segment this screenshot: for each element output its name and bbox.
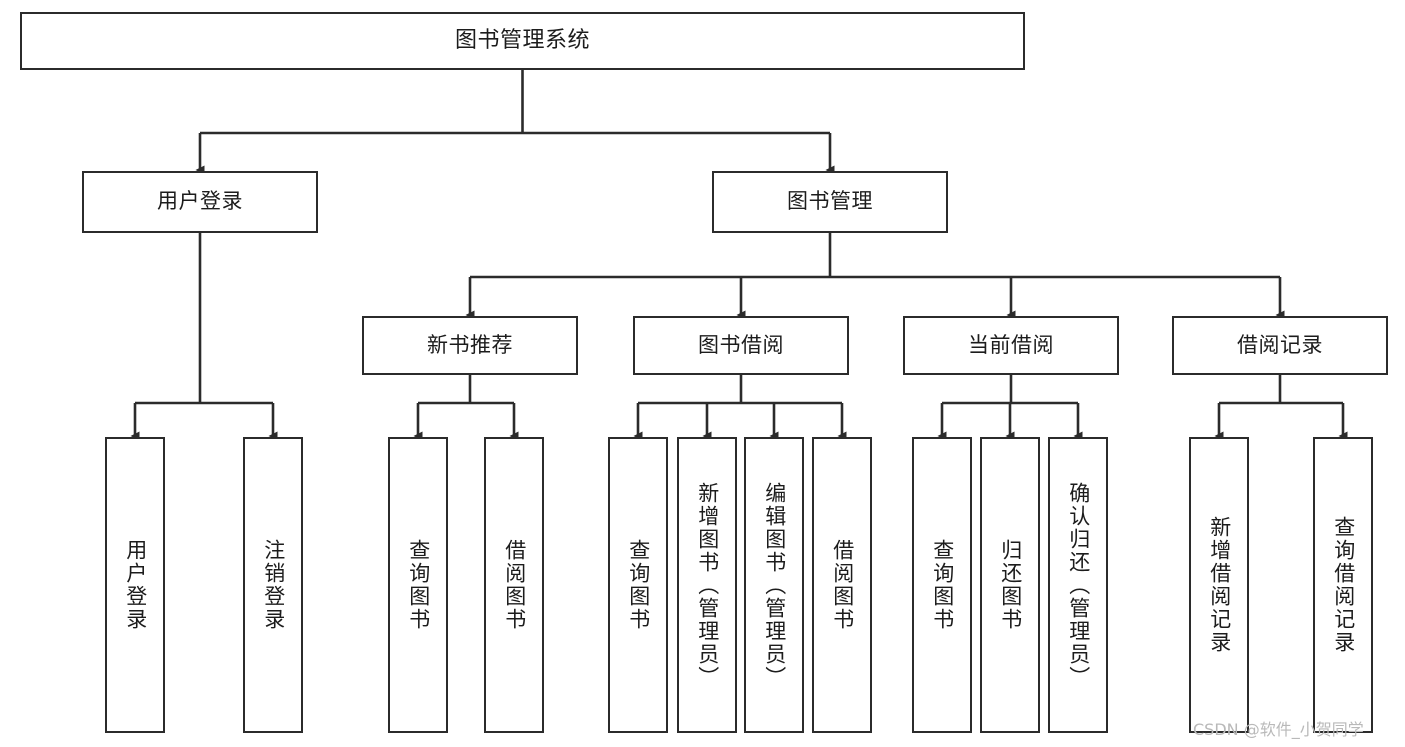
- node-label-leaf-cb-confirm: 确认归还（管理员）: [1066, 481, 1091, 689]
- node-leaf-rc-add[interactable]: 新增借阅记录: [1189, 437, 1249, 733]
- node-leaf-bk-borrow[interactable]: 借阅图书: [812, 437, 872, 733]
- node-label-leaf-bk-edit: 编辑图书（管理员）: [762, 481, 787, 689]
- node-label-leaf-user-login: 用户登录: [123, 539, 148, 631]
- node-label-leaf-bk-query: 查询图书: [626, 539, 651, 631]
- node-label-bookmgmt: 图书管理: [787, 189, 873, 214]
- node-login[interactable]: 用户登录: [82, 171, 318, 233]
- node-leaf-cb-return[interactable]: 归还图书: [980, 437, 1040, 733]
- node-newbook[interactable]: 新书推荐: [362, 316, 578, 375]
- node-label-leaf-bk-borrow: 借阅图书: [830, 539, 855, 631]
- node-root[interactable]: 图书管理系统: [20, 12, 1025, 70]
- node-bookmgmt[interactable]: 图书管理: [712, 171, 948, 233]
- node-leaf-cb-query[interactable]: 查询图书: [912, 437, 972, 733]
- node-borrow[interactable]: 图书借阅: [633, 316, 849, 375]
- node-current[interactable]: 当前借阅: [903, 316, 1119, 375]
- node-leaf-user-login[interactable]: 用户登录: [105, 437, 165, 733]
- node-label-login: 用户登录: [157, 189, 243, 214]
- node-leaf-cb-confirm[interactable]: 确认归还（管理员）: [1048, 437, 1108, 733]
- node-label-leaf-rc-add: 新增借阅记录: [1207, 516, 1232, 654]
- node-leaf-bk-query[interactable]: 查询图书: [608, 437, 668, 733]
- node-label-current: 当前借阅: [968, 332, 1054, 357]
- node-label-newbook: 新书推荐: [427, 332, 513, 357]
- node-leaf-bk-add[interactable]: 新增图书（管理员）: [677, 437, 737, 733]
- node-label-leaf-bk-add: 新增图书（管理员）: [695, 481, 720, 689]
- node-leaf-nb-query[interactable]: 查询图书: [388, 437, 448, 733]
- node-label-leaf-nb-borrow: 借阅图书: [502, 539, 527, 631]
- node-leaf-rc-query[interactable]: 查询借阅记录: [1313, 437, 1373, 733]
- node-label-root: 图书管理系统: [454, 27, 590, 53]
- node-leaf-bk-edit[interactable]: 编辑图书（管理员）: [744, 437, 804, 733]
- edge-group: [130, 70, 1348, 441]
- node-label-leaf-cb-query: 查询图书: [930, 539, 955, 631]
- node-leaf-nb-borrow[interactable]: 借阅图书: [484, 437, 544, 733]
- node-label-records: 借阅记录: [1237, 332, 1323, 357]
- node-records[interactable]: 借阅记录: [1172, 316, 1388, 375]
- node-label-leaf-user-logout: 注销登录: [261, 539, 286, 631]
- node-leaf-user-logout[interactable]: 注销登录: [243, 437, 303, 733]
- node-label-leaf-nb-query: 查询图书: [406, 539, 431, 631]
- node-label-leaf-rc-query: 查询借阅记录: [1331, 516, 1356, 654]
- node-label-borrow: 图书借阅: [698, 332, 784, 357]
- node-label-leaf-cb-return: 归还图书: [998, 539, 1023, 631]
